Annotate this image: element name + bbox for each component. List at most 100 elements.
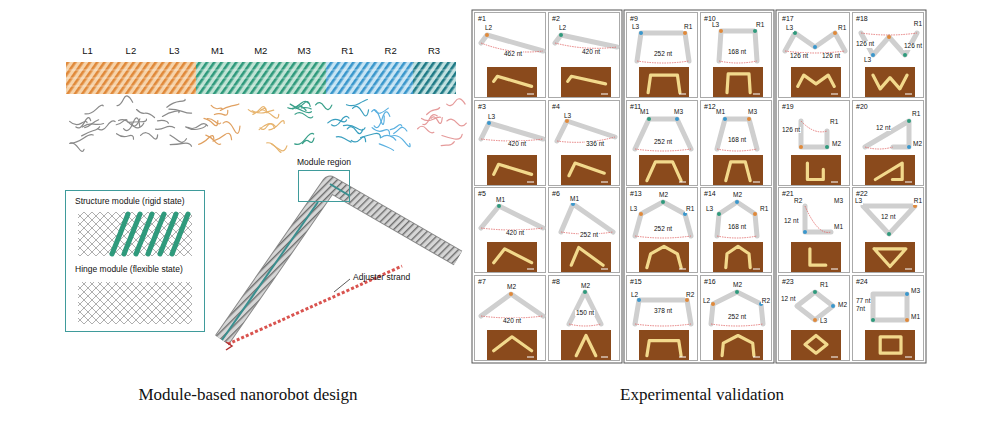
panel-label: M1 [569, 196, 580, 203]
adjuster-line [719, 61, 757, 63]
afm-structure [880, 336, 901, 352]
hinge-marker [887, 35, 891, 39]
panel-label: 126 nt [781, 127, 801, 134]
panel-label: R1 [913, 21, 923, 28]
nanorobot-bundle [222, 184, 458, 340]
panel-label: 420 nt [505, 230, 525, 237]
staple-strand [141, 133, 158, 139]
afm-structure [805, 335, 827, 353]
panel-label: M2 [658, 192, 669, 199]
panel-number: #17 [781, 15, 795, 22]
hinge-marker [799, 145, 803, 149]
staple-strand [347, 127, 362, 134]
hinge-marker [903, 53, 907, 57]
staple-strand [374, 112, 390, 128]
staple-strand [442, 134, 462, 139]
afm-image [865, 330, 915, 360]
panel-label: 126 nt [903, 43, 923, 50]
panel-label: 7nt [855, 306, 866, 313]
afm-image [865, 242, 915, 272]
afm-structure [494, 249, 532, 263]
hinge-marker [485, 33, 489, 37]
validation-panel: #17L3R1126 nt126 nt [778, 12, 850, 98]
module-label: R3 [428, 46, 440, 56]
panel-number: #15 [629, 278, 643, 285]
adjuster-line [635, 324, 691, 326]
inset-box: Structure module (rigid state)Hinge modu… [65, 190, 205, 332]
afm-image [713, 155, 763, 185]
staple-strand [199, 136, 214, 145]
adjuster-line [635, 149, 691, 151]
afm-structure [569, 163, 604, 176]
hinge-marker [905, 318, 909, 322]
panel-drawing [779, 276, 851, 362]
hinge-marker [813, 45, 817, 49]
afm-structure [726, 246, 750, 267]
panel-label: R1 [837, 25, 847, 32]
hinge-marker [753, 29, 757, 33]
hinge-marker [833, 31, 837, 35]
panel-label: M2 [831, 141, 842, 148]
panel-label: L3 [711, 22, 720, 29]
panel-label: L3 [563, 113, 572, 120]
validation-panel: #13L3M2R1252 nt [626, 187, 698, 273]
hinge-marker [719, 29, 723, 33]
schematic-bar [481, 206, 543, 228]
adjuster-line [555, 43, 617, 48]
afm-structure [576, 335, 596, 355]
panel-label: R1 [819, 282, 829, 289]
scale-bar [601, 356, 608, 357]
staple-strand [394, 127, 407, 133]
afm-structure [798, 75, 835, 86]
validation-panel: #18R1L3126 nt126 nt [852, 12, 924, 98]
staple-strand [353, 106, 369, 115]
panel-number: #19 [781, 103, 795, 110]
staple-strand [328, 119, 347, 123]
panel-label: L3 [819, 318, 828, 325]
scale-bar [679, 356, 686, 357]
hinge-marker [803, 230, 807, 234]
adjuster-line [801, 121, 827, 132]
staple-strand [293, 101, 309, 109]
schematic-bar [717, 202, 757, 236]
panel-number: #2 [551, 15, 561, 22]
panel-label: L3 [863, 57, 872, 64]
staple-strand [82, 124, 103, 128]
hinge-marker [735, 200, 739, 204]
staple-strand [381, 135, 396, 140]
hinge-marker [907, 119, 911, 123]
group-frames [472, 10, 926, 363]
panel-number: #14 [703, 190, 717, 197]
scale-bar [831, 94, 838, 95]
panel-label: 420 nt [502, 318, 522, 325]
module-region-box: Module region [298, 170, 350, 202]
staple-strand [220, 104, 239, 110]
panel-label: R1 [911, 111, 921, 118]
panel-label: M2 [732, 192, 743, 199]
validation-panel: #1L2462 nt [474, 12, 546, 98]
panel-label: 77 nt [855, 298, 871, 305]
staple-strand [336, 137, 351, 142]
hinge-marker [647, 117, 651, 121]
scale-bar [905, 356, 912, 357]
adjuster-line [635, 236, 691, 238]
schematic-bar [711, 292, 763, 324]
staple-strand [169, 109, 192, 113]
panel-label: 252 nt [653, 226, 673, 233]
hinge-marker [747, 117, 751, 121]
hinge-marker [711, 302, 715, 306]
panel-label: R1 [685, 206, 695, 213]
validation-panel: #2L2420 nt [548, 12, 620, 98]
module-label: L3 [169, 46, 180, 56]
hinge-marker [793, 31, 797, 35]
afm-structure [873, 75, 907, 89]
panel-number: #21 [781, 190, 795, 197]
panel-number: #6 [551, 190, 561, 197]
panel-label: M1 [833, 224, 844, 231]
staple-strand [128, 119, 146, 122]
hinge-marker [813, 290, 817, 294]
hinge-marker [661, 200, 665, 204]
afm-structure [874, 249, 906, 267]
afm-image [639, 242, 689, 272]
